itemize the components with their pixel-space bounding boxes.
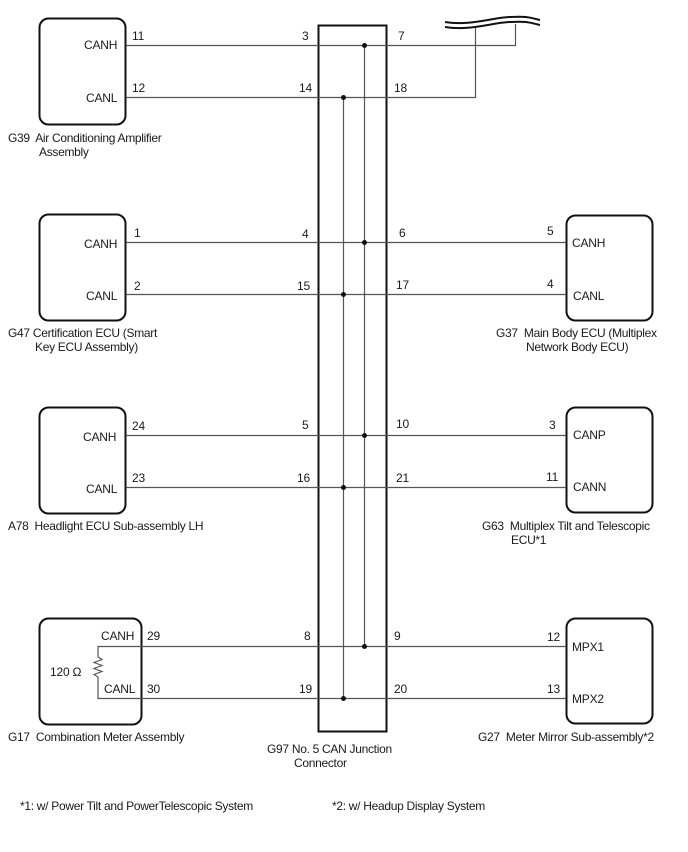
splice-dot [341,95,346,100]
module-name-line2: Assembly [39,145,89,159]
jc-pin-number: 19 [299,682,312,696]
splice-dot [362,240,367,245]
junction-connector-caption: G97 No. 5 CAN Junction Connector [267,742,392,770]
splice-dot [362,43,367,48]
module-caption-g37: G37 Main Body ECU (Multiplex Network Bod… [496,326,657,354]
module-caption-g17: G17 Combination Meter Assembly [8,730,184,744]
pin-number: 23 [132,471,145,485]
pin-number: 3 [549,418,556,432]
jc-pin-number: 9 [394,629,401,643]
jc-pin-number: 5 [302,418,309,432]
module-name: Combination Meter Assembly [35,730,185,744]
splice-dot [341,485,346,490]
signal-label: CANL [86,91,118,105]
pin-number: 5 [547,224,554,238]
signal-label: CANH [101,629,135,643]
junction-connector-box [317,24,388,733]
module-code: G97 [267,742,289,756]
signal-label: MPX1 [572,640,604,654]
module-code: G47 [8,326,30,340]
signal-label: CANH [84,38,118,52]
splice-dot [341,292,346,297]
signal-label: CANN [573,480,607,494]
module-code: A78 [8,519,29,533]
module-name: Main Body ECU (Multiplex [523,326,657,340]
splice-dot [362,644,367,649]
module-box-g37 [565,214,654,322]
wire-g17-canl [97,677,343,700]
module-box-g17 [38,617,143,726]
wire-g17-canh [97,645,364,657]
pin-number: 24 [132,419,145,433]
pin-number: 29 [147,629,160,643]
module-caption-g63: G63 Multiplex Tilt and Telescopic ECU*1 [482,519,650,547]
module-name-line2: Key ECU Assembly) [35,340,138,354]
jc-pin-number: 14 [299,81,312,95]
jc-pin-number: 8 [304,629,311,643]
module-caption-g39: G39 Air Conditioning Amplifier Assembly [8,131,162,159]
jc-pin-number: 21 [396,471,409,485]
module-box-g27 [565,617,654,725]
signal-label: CANL [86,289,118,303]
jc-pin-number: 16 [297,471,310,485]
module-code: G37 [496,326,518,340]
pin-number: 4 [547,277,554,291]
signal-label: CANH [572,236,606,250]
jc-pin-number: 10 [396,417,409,431]
resistor-label: 120 Ω [50,665,82,679]
pin-number: 1 [134,226,141,240]
jc-pin-number: 6 [399,226,406,240]
splice-dot [362,433,367,438]
module-box-g63 [565,406,654,514]
wire-break-icon [444,15,541,30]
pin-number: 11 [546,470,559,484]
pin-number: 13 [547,682,560,696]
jc-pin-number: 20 [394,682,407,696]
jc-pin-number: 17 [396,278,409,292]
signal-label: CANH [83,430,117,444]
wire-branch-pin7 [364,24,517,47]
signal-label: CANL [86,482,118,496]
module-caption-g47: G47 Certification ECU (Smart Key ECU Ass… [8,326,157,354]
jc-pin-number: 7 [398,29,405,43]
module-box-a78 [38,406,127,515]
pin-number: 30 [147,682,160,696]
splice-dot [341,696,346,701]
jc-pin-number: 3 [302,29,309,43]
module-name: Headlight ECU Sub-assembly LH [34,519,204,533]
pin-number: 12 [132,81,145,95]
module-code: G63 [482,519,504,533]
module-name-line2: Network Body ECU) [526,340,629,354]
signal-label: CANL [573,289,605,303]
footnote-2: *2: w/ Headup Display System [332,799,486,813]
module-name: Air Conditioning Amplifier [35,131,162,145]
pin-number: 2 [134,279,141,293]
module-name: Certification ECU (Smart [32,326,158,340]
signal-label: CANL [104,682,136,696]
module-name: Meter Mirror Sub-assembly*2 [505,730,654,744]
jc-pin-number: 18 [394,81,407,95]
resistor-120-ohm [92,656,104,678]
footnote-1: *1: w/ Power Tilt and PowerTelescopic Sy… [20,799,253,813]
module-name: No. 5 CAN Junction [291,742,392,756]
module-box-g47 [38,213,127,322]
module-code: G27 [478,730,500,744]
module-name-line2: ECU*1 [511,533,547,547]
jc-pin-number: 4 [302,227,309,241]
module-box-g39 [38,17,127,126]
module-name-line2: Connector [294,756,347,770]
pin-number: 11 [132,29,145,43]
module-caption-g27: G27 Meter Mirror Sub-assembly*2 [478,730,654,744]
signal-label: CANH [84,237,118,251]
module-name: Multiplex Tilt and Telescopic [509,519,650,533]
signal-label: MPX2 [572,692,604,706]
wire-branch-pin18 [343,27,477,99]
signal-label: CANP [573,428,606,442]
module-code: G39 [8,131,30,145]
module-caption-a78: A78 Headlight ECU Sub-assembly LH [8,519,204,533]
pin-number: 12 [547,630,560,644]
jc-pin-number: 15 [297,279,310,293]
module-code: G17 [8,730,30,744]
